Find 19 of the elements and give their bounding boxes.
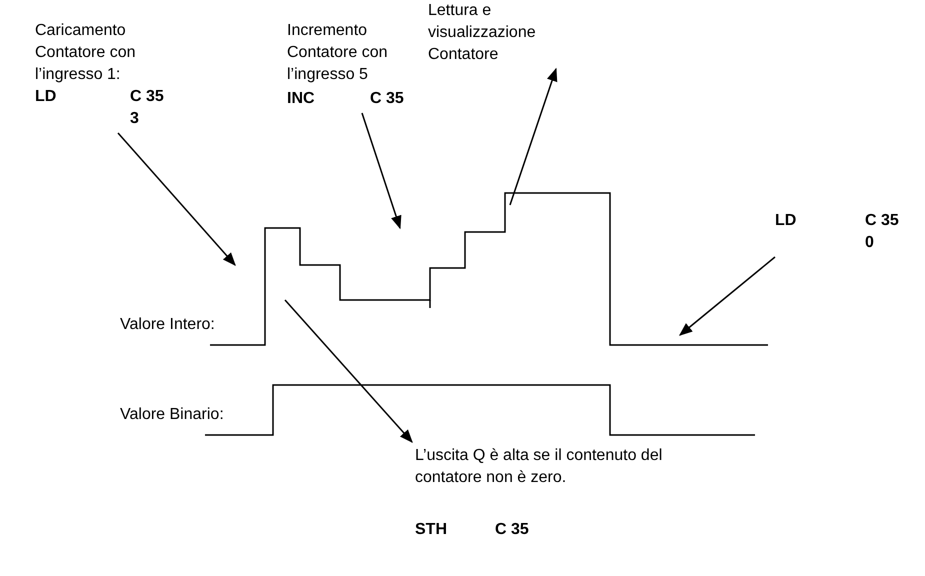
annotation-text: Incremento Contatore con l’ingresso 5 (287, 21, 389, 85)
instruction-text: STH (415, 520, 448, 540)
operand-text: C 35 0 (865, 211, 900, 253)
annotation-text: Lettura e visualizzazione Contatore (428, 1, 537, 65)
operand-text: C 35 (495, 520, 530, 540)
annotation-text: Caricamento Contatore con l’ingresso 1: (35, 21, 137, 85)
instruction-text: LD (775, 211, 798, 231)
operand-text: C 35 3 (130, 87, 165, 129)
leader-arrow (284, 300, 413, 443)
instruction-text: INC (287, 89, 316, 109)
annotation-text: L’uscita Q è alta se il contenuto del contatore non è zero. (415, 446, 664, 488)
axis-label: Valore Binario: (120, 405, 224, 425)
axis-label: Valore Intero: (120, 315, 215, 335)
leader-arrow (509, 68, 558, 206)
operand-text: C 35 (370, 89, 405, 109)
leader-arrow (117, 132, 236, 266)
instruction-text: LD (35, 87, 58, 107)
leader-arrow (678, 256, 776, 336)
leader-arrow (361, 112, 402, 230)
